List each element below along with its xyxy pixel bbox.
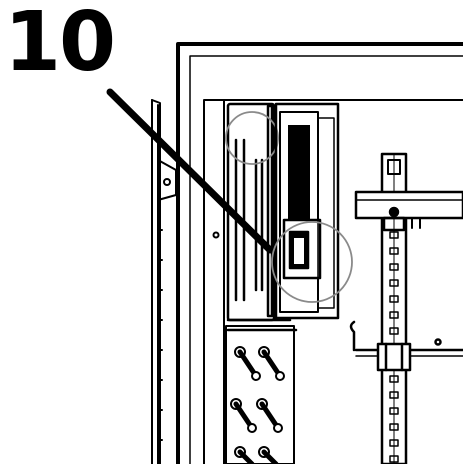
- terminal-block-stack: [225, 325, 295, 464]
- inner-panel: [203, 99, 463, 464]
- horizontal-bracket: [354, 190, 463, 232]
- circle-highlight-icon: [225, 111, 279, 165]
- terminal-row: [234, 346, 285, 381]
- callout-number: 10: [4, 0, 116, 90]
- component-housing: [226, 102, 298, 332]
- circle-highlight-icon: [271, 221, 353, 303]
- door-hinge-rail: [151, 99, 177, 464]
- terminal-row: [234, 446, 279, 464]
- cabinet-frame: [176, 42, 463, 464]
- terminal-row: [230, 398, 283, 433]
- lower-rail-clamp: [349, 320, 463, 372]
- breaker-block: [274, 102, 340, 320]
